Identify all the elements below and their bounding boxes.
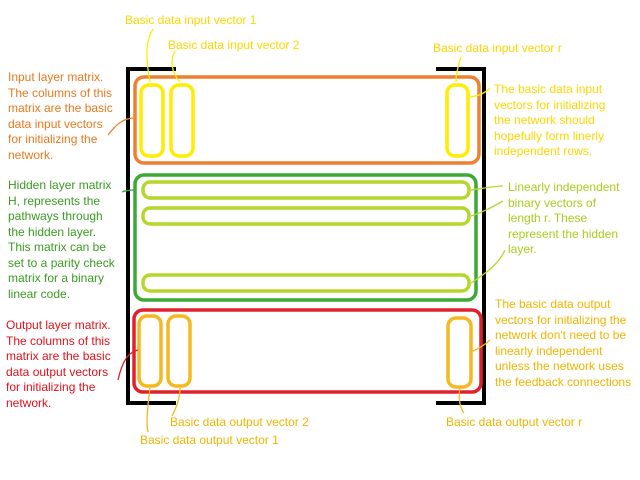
- label-output-matrix-line: for initializing the: [6, 380, 96, 394]
- label-input-matrix-line: data input vectors: [8, 116, 103, 131]
- label-output-matrix-line: data output vectors: [6, 364, 109, 379]
- label-output-matrix-line: matrix are the basic: [6, 349, 111, 363]
- output-vector-2: [166, 314, 192, 388]
- label-output-matrix-line: network.: [6, 395, 52, 410]
- label-hidden-matrix-line: set to a parity check: [8, 255, 115, 270]
- label-output-matrix-line: Output layer matrix.: [6, 318, 111, 332]
- leader-input-vec-2: [171, 50, 181, 83]
- label-input-vector-r: Basic data input vector r: [433, 41, 562, 55]
- hidden-vector-1: [141, 180, 471, 200]
- leader-output-vec-r: [458, 387, 465, 414]
- label-input-matrix-line: network.: [8, 147, 54, 162]
- label-input-matrix-line: matrix are the basic: [8, 101, 113, 115]
- label-output-note-line: network don't need to be: [495, 328, 627, 342]
- label-output-vector-r: Basic data output vector r: [446, 415, 583, 429]
- input-vector-2: [169, 83, 195, 158]
- label-input-note-line: The basic data input: [494, 82, 603, 96]
- label-hidden-note-line: binary vectors of: [508, 195, 597, 210]
- hidden-layer-box: [133, 173, 478, 302]
- leader-lines: [107, 28, 506, 433]
- leader-input-vec-1: [146, 28, 154, 83]
- leader-hidden-note-1: [470, 185, 504, 191]
- leader-hidden-note-2: [470, 200, 504, 217]
- label-hidden-note-line: Linearly independent: [508, 180, 620, 194]
- label-output-note-line: linearly independent: [495, 343, 603, 358]
- label-input-matrix-line: Input layer matrix.: [8, 70, 104, 84]
- label-input-matrix-line: for initializing the: [8, 132, 98, 146]
- input-vectors: [139, 83, 470, 158]
- input-vector-1: [139, 83, 165, 158]
- label-output-note-line: The basic data output: [495, 297, 611, 311]
- label-output-vector-2: Basic data output vector 2: [170, 415, 309, 429]
- label-output-note-line: unless the network uses: [495, 359, 624, 373]
- label-hidden-matrix-line: Hidden layer matrix: [8, 178, 112, 192]
- leader-output-vec-2: [171, 387, 181, 417]
- hidden-vector-r: [141, 273, 471, 293]
- output-layer-box: [132, 308, 483, 394]
- leader-output-matrix: [117, 349, 139, 381]
- leader-output-note: [470, 339, 491, 353]
- hidden-vector-2: [141, 206, 471, 226]
- input-vector-r: [445, 83, 470, 158]
- matrix-bracket: [126, 67, 486, 405]
- left-bracket: [126, 67, 176, 405]
- label-hidden-matrix-line: matrix for a binary: [8, 271, 105, 285]
- label-input-note-line: the network should: [494, 113, 595, 127]
- label-output-vector-1: Basic data output vector 1: [140, 433, 279, 447]
- label-hidden-matrix-line: H, represents the: [8, 193, 101, 208]
- label-output-note-line: vectors for initializing the: [495, 312, 627, 327]
- leader-hidden-note-3: [470, 249, 506, 284]
- label-hidden-note-line: represent the hidden: [508, 226, 619, 241]
- leader-hidden-matrix: [121, 189, 136, 193]
- input-layer-box: [133, 75, 481, 165]
- label-hidden-note-line: length r. These: [508, 211, 588, 225]
- label-input-note-line: independent rows.: [494, 144, 593, 158]
- output-vector-1: [137, 314, 163, 388]
- label-input-note-line: hopefully form linerly: [494, 128, 605, 143]
- label-input-vector-1: Basic data input vector 1: [125, 13, 257, 27]
- label-hidden-matrix-line: linear code.: [8, 286, 71, 301]
- label-input-note-line: vectors for initializing: [494, 97, 606, 112]
- label-hidden-matrix-line: This matrix can be: [8, 240, 107, 254]
- output-vectors: [137, 314, 473, 389]
- leader-input-vec-r: [455, 56, 462, 83]
- leader-input-matrix: [107, 117, 136, 136]
- output-vector-r: [446, 316, 473, 389]
- label-output-matrix-line: The columns of this: [6, 333, 111, 348]
- label-hidden-note-line: layer.: [508, 242, 537, 256]
- hidden-vectors: [141, 180, 471, 293]
- label-hidden-matrix-line: pathways through: [8, 209, 103, 223]
- leader-input-note: [469, 87, 491, 98]
- label-output-note-line: the feedback connections: [495, 374, 632, 389]
- label-input-matrix-line: The columns of this: [8, 85, 113, 100]
- label-hidden-matrix-line: the hidden layer.: [8, 224, 97, 239]
- leader-output-vec-1: [146, 387, 151, 433]
- label-input-vector-2: Basic data input vector 2: [168, 38, 300, 52]
